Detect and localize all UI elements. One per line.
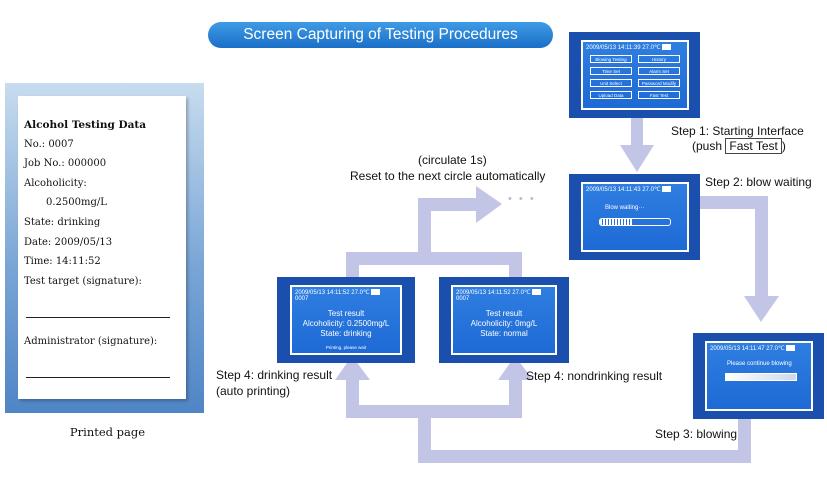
waiting-progress-fill: [600, 219, 632, 225]
step3-label: Step 3: blowing: [655, 427, 738, 441]
menu-password-modify[interactable]: Password Modify: [638, 79, 680, 87]
arrow-bottom-up-connector: [418, 405, 431, 463]
receipt-alcoholicity-label: Alcoholicity:: [24, 178, 87, 189]
receipt-date: Date: 2009/05/13: [24, 237, 113, 248]
step2-label: Step 2: blow waiting: [705, 175, 812, 189]
receipt-alcoholicity-value: 0.2500mg/L: [46, 197, 107, 208]
arrow-step2-down-segment: [755, 196, 768, 296]
arrow-up-to-nondrinking-shaft: [509, 380, 522, 418]
step3-device: 2009/05/13 14:11:47 27.0℃ Please continu…: [693, 333, 824, 419]
arrow-nondrinking-up-segment: [509, 252, 522, 278]
menu-blowing-testing[interactable]: Blowing Testing: [590, 55, 632, 63]
reset-label: Reset to the next circle automatically: [350, 169, 546, 183]
receipt-signature-line: [26, 317, 170, 318]
receipt-administrator: Administrator (signature):: [24, 336, 158, 347]
status-bar: 2009/05/13 14:11:43 27.0℃: [586, 186, 671, 193]
blowing-progress-fill: [726, 374, 796, 380]
arrow-step2-right-segment: [700, 196, 768, 209]
result-heading: Test result: [485, 309, 523, 318]
status-bar: 2009/05/13 14:11:52 27.0℃: [295, 289, 380, 296]
arrow-top-branch: [346, 252, 522, 265]
push-prefix: (push: [692, 139, 726, 153]
menu-upload-data[interactable]: Upload Data: [590, 91, 632, 99]
arrow-step3-down-segment: [738, 418, 751, 460]
status-text: 2009/05/13 14:11:43 27.0℃: [586, 187, 661, 193]
battery-icon: [661, 44, 671, 51]
circulate-label: (circulate 1s): [418, 153, 487, 167]
arrow-bottom-segment: [418, 450, 751, 463]
menu-time-set[interactable]: Time Set: [590, 67, 632, 75]
receipt-time: Time: 14:11:52: [24, 256, 101, 267]
arrow-top-right-segment: [418, 198, 476, 211]
record-number: 0007: [456, 296, 470, 302]
waiting-progress-bar: [599, 218, 671, 226]
step4-nondrinking-screen: 2009/05/13 14:11:52 27.0℃ 0007 Test resu…: [451, 285, 557, 355]
receipt-test-target: Test target (signature):: [24, 276, 142, 287]
result-text: Test result Alcoholicity: 0.2500mg/L Sta…: [292, 309, 400, 339]
status-bar: 2009/05/13 14:11:39 27.0℃: [586, 44, 671, 51]
receipt-no: No.: 0007: [24, 139, 74, 150]
step3-screen: 2009/05/13 14:11:47 27.0℃ Please continu…: [705, 341, 813, 411]
menu-alarm-set[interactable]: Alarm Set: [638, 67, 680, 75]
receipt-heading: Alcohol Testing Data: [24, 119, 147, 131]
receipt-signature-line: [26, 377, 170, 378]
step1-device: 2009/05/13 14:11:39 27.0℃ Blowing Testin…: [569, 32, 700, 118]
step4-drinking-screen: 2009/05/13 14:11:52 27.0℃ 0007 Test resu…: [290, 285, 402, 355]
result-alcoholicity: Alcoholicity: 0.2500mg/L: [302, 319, 390, 328]
arrow-to-nondrinking-head: [498, 356, 533, 380]
battery-icon: [370, 289, 380, 296]
step4-nondrinking-label: Step 4: nondrinking result: [526, 369, 663, 383]
arrow-up-to-drinking-shaft: [346, 380, 359, 418]
battery-icon: [785, 345, 795, 352]
result-text: Test result Alcoholicity: 0mg/L State: n…: [453, 309, 555, 339]
step1-push-instruction: (push Fast Test): [692, 138, 786, 154]
push-suffix: ): [781, 139, 786, 153]
arrow-reset-head: [476, 186, 502, 223]
menu-unit-select[interactable]: Unit Select: [590, 79, 632, 87]
battery-icon: [531, 289, 541, 296]
result-heading: Test result: [327, 309, 365, 318]
arrow-step1-to-step2-head: [620, 145, 654, 172]
result-alcoholicity: Alcoholicity: 0mg/L: [470, 319, 538, 328]
status-text: 2009/05/13 14:11:52 27.0℃: [295, 290, 370, 296]
step1-screen: 2009/05/13 14:11:39 27.0℃ Blowing Testin…: [581, 40, 689, 110]
status-text: 2009/05/13 14:11:52 27.0℃: [456, 290, 531, 296]
step4-drinking-label: Step 4: drinking result: [216, 368, 333, 382]
printed-receipt: Alcohol Testing Data No.: 0007 Job No.: …: [18, 96, 186, 399]
battery-icon: [661, 186, 671, 193]
status-text: 2009/05/13 14:11:47 27.0℃: [710, 346, 785, 352]
status-bar: 2009/05/13 14:11:47 27.0℃: [710, 345, 795, 352]
page-title: Screen Capturing of Testing Procedures: [208, 22, 553, 48]
step4-nondrinking-device: 2009/05/13 14:11:52 27.0℃ 0007 Test resu…: [439, 277, 569, 363]
fast-test-button[interactable]: Fast Test: [725, 138, 782, 154]
receipt-job-no: Job No.: 000000: [24, 158, 107, 169]
receipt-caption: Printed page: [69, 425, 146, 439]
status-bar: 2009/05/13 14:11:52 27.0℃: [456, 289, 541, 296]
step2-screen: 2009/05/13 14:11:43 27.0℃ Blow waiting··…: [581, 182, 689, 252]
arrow-top-up-connector: [418, 198, 431, 265]
step2-device: 2009/05/13 14:11:43 27.0℃ Blow waiting··…: [569, 174, 700, 260]
blowing-progress-bar: [725, 373, 797, 381]
menu-fast-test[interactable]: Fast Test: [638, 91, 680, 99]
step1-label: Step 1: Starting Interface: [671, 124, 804, 138]
menu-history[interactable]: History: [638, 55, 680, 63]
arrow-to-drinking-head: [335, 356, 370, 380]
printing-message: Printing, please wait: [325, 345, 367, 350]
status-text: 2009/05/13 14:11:39 27.0℃: [586, 45, 661, 51]
arrow-step1-to-step2-shaft: [631, 117, 643, 145]
step4-drinking-sublabel: (auto printing): [216, 384, 291, 398]
arrow-bottom-branch: [346, 405, 522, 418]
continue-blowing-message: Please continue blowing: [727, 361, 792, 367]
step4-drinking-device: 2009/05/13 14:11:52 27.0℃ 0007 Test resu…: [277, 277, 415, 363]
result-state: State: drinking: [320, 329, 372, 338]
receipt-state: State: drinking: [24, 217, 101, 228]
record-number: 0007: [295, 296, 309, 302]
result-state: State: normal: [480, 329, 528, 338]
blow-waiting-message: Blow waiting···: [605, 205, 645, 211]
continuation-dots: • • •: [508, 193, 536, 205]
arrow-step2-to-step3-head: [744, 296, 779, 322]
